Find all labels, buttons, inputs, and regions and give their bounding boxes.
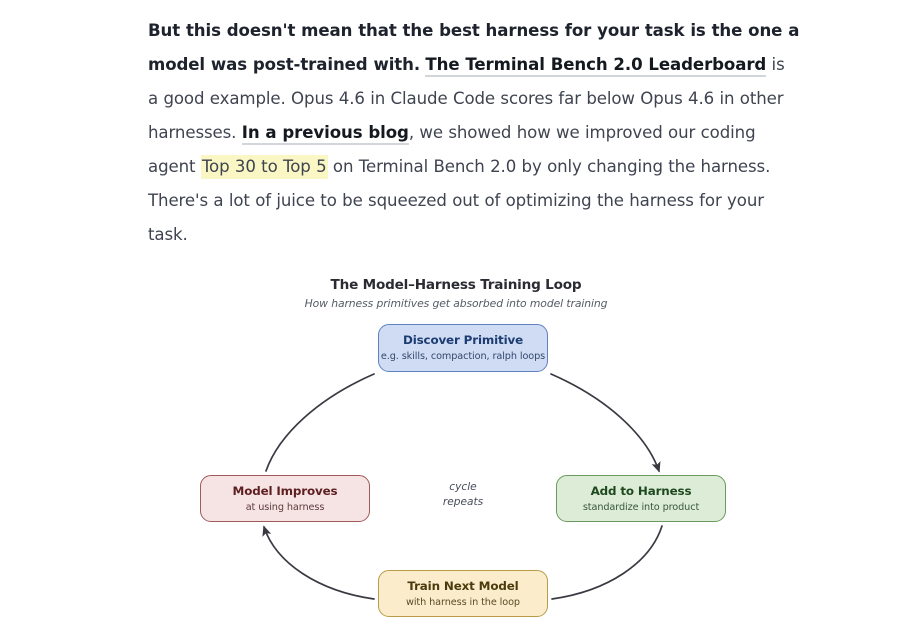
node-discover-primitive-title: Discover Primitive (402, 333, 524, 347)
edge-harness-to-train (551, 525, 663, 600)
cycle-repeats-line-2: repeats (442, 495, 484, 508)
edge-train-to-improves (262, 525, 375, 600)
paragraph-harness-argument: But this doesn't mean that the best harn… (148, 14, 800, 252)
paragraph-text-3: on Terminal Bench 2.0 by only changing t… (148, 157, 771, 244)
node-discover-primitive[interactable]: Discover Primitive e.g. skills, compacti… (378, 324, 548, 372)
node-add-to-harness[interactable]: Add to Harness standardize into product (556, 475, 726, 522)
node-discover-primitive-subtitle: e.g. skills, compaction, ralph loops (380, 351, 546, 362)
node-train-next-model-subtitle: with harness in the loop (406, 596, 520, 608)
cycle-repeats-label: cycle repeats (413, 480, 513, 509)
paragraph-text-1: is a good example. Opus 4.6 in Claude Co… (148, 55, 785, 142)
node-model-improves[interactable]: Model Improves at using harness (200, 475, 370, 522)
paragraph-lead-sentence: But this doesn't mean that the best harn… (148, 21, 800, 74)
figure-canvas: Discover Primitive e.g. skills, compacti… (0, 258, 912, 627)
paragraph-text-2: , we showed how we improved our coding a… (148, 123, 756, 176)
figure-title: The Model–Harness Training Loop (330, 277, 582, 293)
link-terminal-bench-leaderboard[interactable]: The Terminal Bench 2.0 Leaderboard (425, 55, 766, 77)
link-previous-blog[interactable]: In a previous blog (241, 123, 409, 145)
figure-subtitle: How harness primitives get absorbed into… (304, 297, 608, 310)
edge-improves-to-discover (265, 373, 375, 472)
cycle-repeats-line-1: cycle (449, 481, 477, 493)
article-body: But this doesn't mean that the best harn… (148, 14, 800, 252)
node-add-to-harness-subtitle: standardize into product (582, 501, 700, 513)
node-model-improves-title: Model Improves (232, 483, 338, 498)
edge-discover-to-harness (550, 373, 661, 473)
figure-model-harness-training-loop: The Model–Harness Training Loop How harn… (0, 258, 912, 627)
node-model-improves-subtitle: at using harness (245, 501, 325, 513)
node-train-next-model[interactable]: Train Next Model with harness in the loo… (378, 570, 548, 617)
highlight-top30-to-top5: Top 30 to Top 5 (200, 155, 328, 179)
node-add-to-harness-title: Add to Harness (590, 483, 692, 498)
node-train-next-model-title: Train Next Model (407, 578, 519, 593)
